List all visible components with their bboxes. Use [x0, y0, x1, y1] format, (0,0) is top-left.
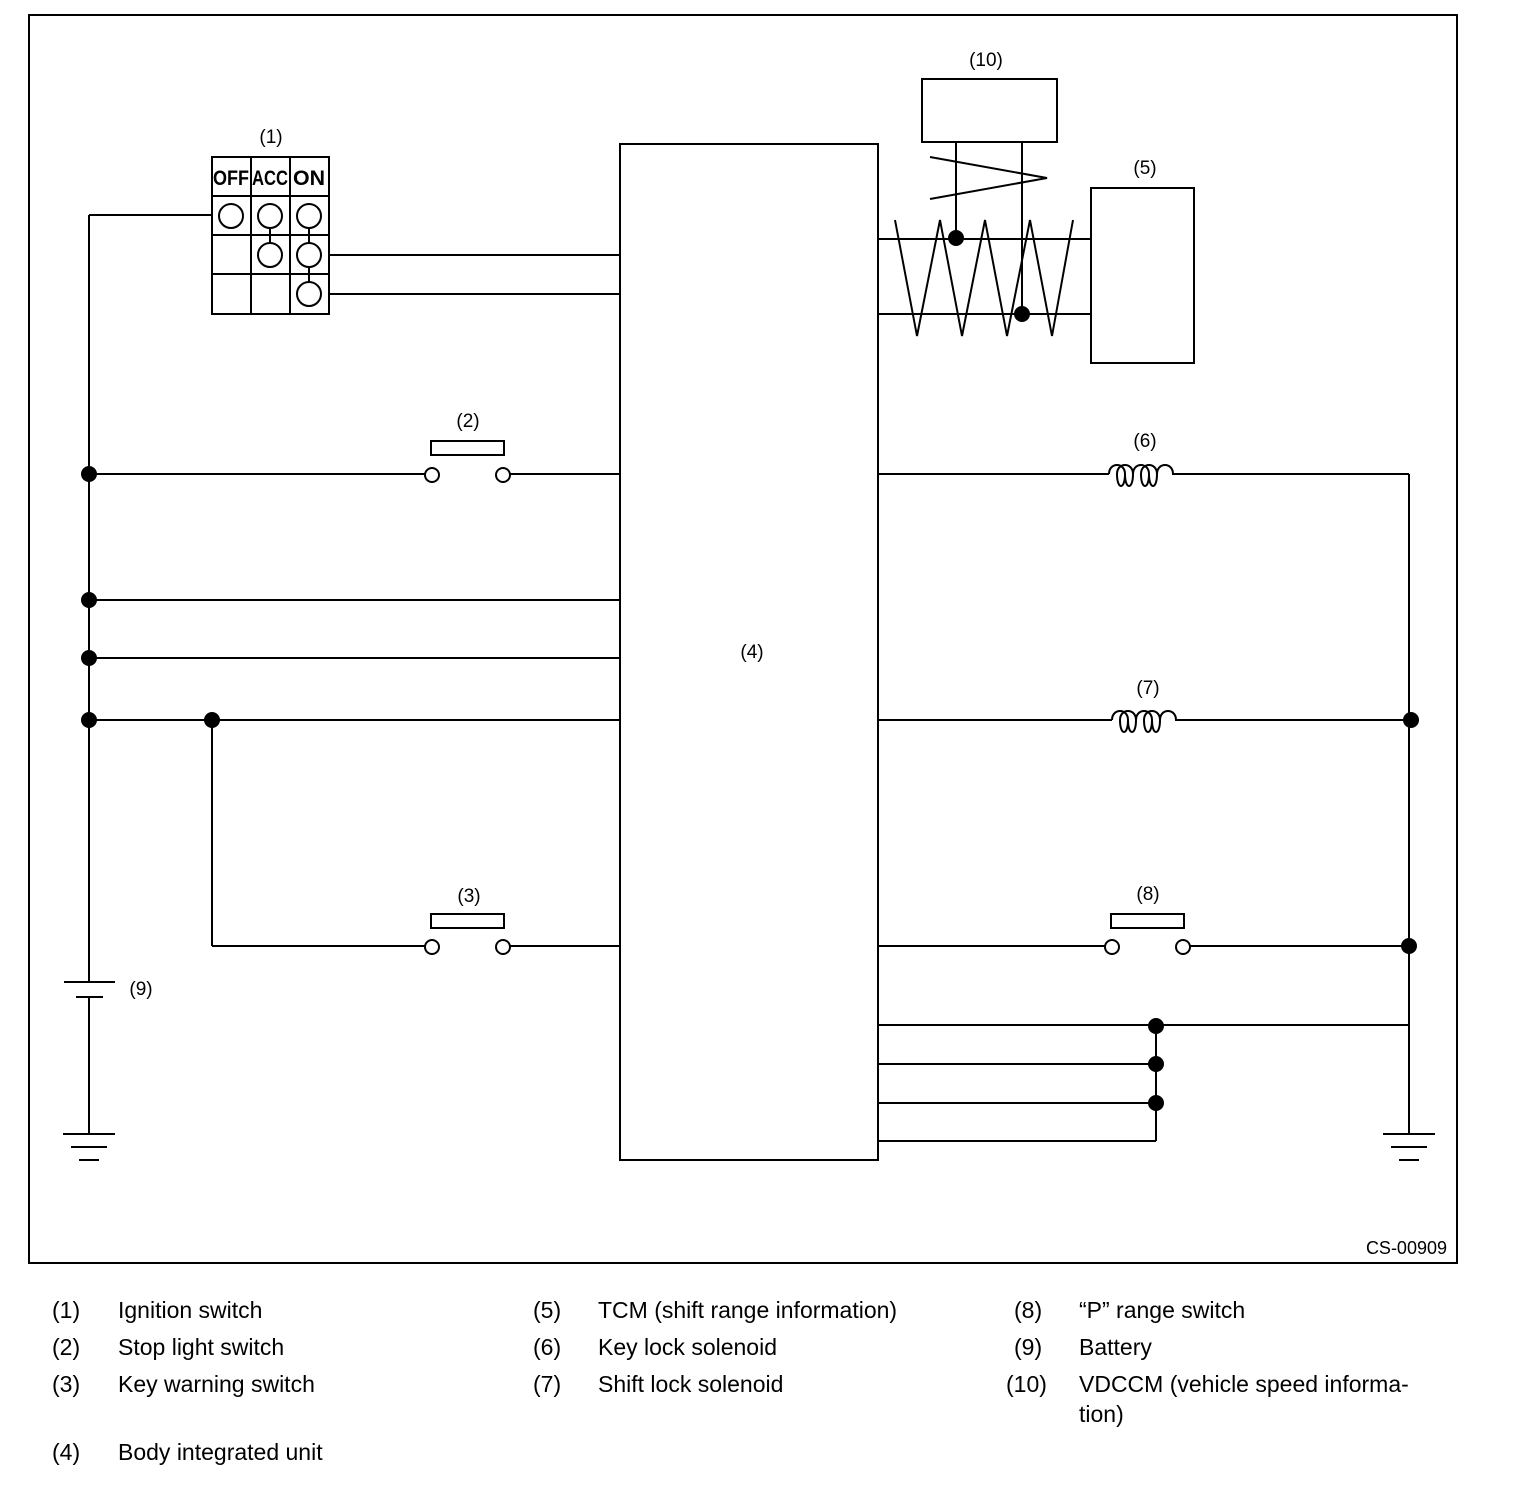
figure-code: CS-00909 [1366, 1238, 1447, 1258]
legend-text: Key warning switch [118, 1371, 315, 1397]
battery-symbol [64, 981, 115, 1133]
legend-num: (6) [533, 1334, 562, 1360]
legend-text: Battery [1079, 1334, 1152, 1360]
junction-dots [81, 230, 1419, 1111]
legend-num: (8) [1014, 1297, 1043, 1323]
ignition-switch [211, 156, 330, 315]
label-5: (5) [1133, 158, 1156, 179]
ground-symbol-left [63, 1133, 115, 1161]
legend-text: Key lock solenoid [598, 1334, 777, 1360]
twisted-pair-zigzag [894, 219, 1074, 337]
legend-num: (5) [533, 1297, 562, 1323]
shift-lock-solenoid-coil [1111, 710, 1184, 733]
p-range-switch [1104, 913, 1191, 955]
vdccm-box [921, 78, 1058, 143]
legend-text: TCM (shift range information) [598, 1297, 898, 1323]
label-1: (1) [259, 127, 282, 148]
legend-text: Ignition switch [118, 1297, 263, 1323]
legend-text: Body integrated unit [118, 1439, 323, 1465]
ground-symbol-right [1383, 1133, 1435, 1161]
body-integrated-unit [619, 143, 879, 1161]
stop-light-switch [424, 440, 511, 483]
legend-text: “P” range switch [1079, 1297, 1246, 1323]
legend-num: (4) [52, 1439, 81, 1465]
ign-off-label: OFF [213, 167, 249, 190]
wiring-diagram: OFF ACC ON (1) (2) (3) (4) (5) (6) (7) (… [28, 14, 1458, 1264]
label-2: (2) [456, 411, 479, 432]
label-10: (10) [969, 50, 1003, 71]
label-7: (7) [1136, 678, 1159, 699]
label-4: (4) [740, 642, 763, 663]
legend-num: (2) [52, 1334, 81, 1360]
legend-num: (10) [1006, 1371, 1047, 1397]
tcm-box [1090, 187, 1195, 364]
legend: (1) Ignition switch (2) Stop light switc… [0, 1290, 1536, 1490]
legend-num: (7) [533, 1371, 562, 1397]
label-8: (8) [1136, 884, 1159, 905]
legend-text: Shift lock solenoid [598, 1371, 784, 1397]
label-6: (6) [1133, 431, 1156, 452]
legend-num: (1) [52, 1297, 81, 1323]
ign-acc-label: ACC [252, 167, 288, 190]
diagram-frame [28, 14, 1458, 1264]
key-lock-solenoid-coil [1108, 464, 1181, 487]
legend-num: (9) [1014, 1334, 1043, 1360]
key-warning-switch [424, 913, 511, 955]
legend-num: (3) [52, 1371, 81, 1397]
label-9: (9) [129, 979, 152, 1000]
legend-text: VDCCM (vehicle speed informa-tion) [1079, 1371, 1409, 1427]
legend-text: Stop light switch [118, 1334, 285, 1360]
ign-on-label: ON [293, 167, 325, 190]
label-3: (3) [457, 886, 480, 907]
